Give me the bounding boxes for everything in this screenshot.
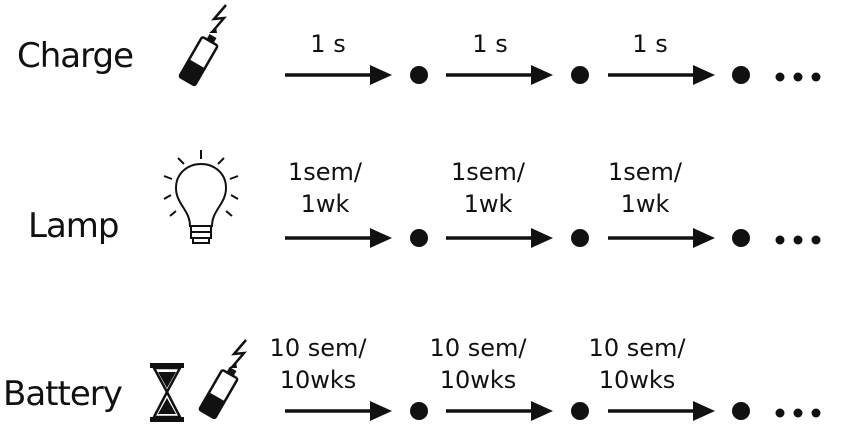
transition-arrow-head	[531, 228, 553, 248]
state-dot	[410, 229, 428, 247]
charging-battery-icon	[178, 4, 227, 87]
continuation-dot	[793, 408, 803, 418]
step-label: 1 s	[632, 30, 668, 58]
state-dot	[571, 402, 589, 420]
state-dot	[571, 66, 589, 84]
row-label-lamp: Lamp	[28, 206, 119, 246]
continuation-dot	[793, 72, 803, 82]
step-label: 1sem/	[607, 158, 682, 186]
continuation-dot	[775, 72, 785, 82]
continuation-dot	[811, 72, 821, 82]
step-label: 1wk	[300, 190, 350, 218]
state-dot	[732, 402, 750, 420]
transition-arrow-head	[531, 401, 553, 421]
step-label: 1wk	[463, 190, 513, 218]
step-label: 1 s	[472, 30, 508, 58]
step-label: 1sem/	[287, 158, 362, 186]
step-label: 1sem/	[450, 158, 525, 186]
continuation-dot	[811, 408, 821, 418]
state-dot	[732, 66, 750, 84]
transition-arrow-head	[370, 228, 392, 248]
continuation-dot	[793, 235, 803, 245]
state-dot	[732, 229, 750, 247]
step-label: 1 s	[310, 30, 346, 58]
step-label: 10 sem/	[269, 334, 367, 362]
step-label: 1wk	[620, 190, 670, 218]
flow-sequence	[285, 65, 821, 421]
state-dot	[410, 402, 428, 420]
continuation-dot	[775, 408, 785, 418]
transition-arrow-head	[693, 65, 715, 85]
transition-arrow-head	[693, 401, 715, 421]
continuation-dot	[775, 235, 785, 245]
step-label: 10 sem/	[429, 334, 527, 362]
row-label-charge: Charge	[17, 36, 134, 76]
step-label: 10wks	[598, 366, 676, 394]
light-bulb-icon	[163, 150, 239, 244]
state-dot	[410, 66, 428, 84]
transition-arrow-head	[693, 228, 715, 248]
transition-arrow-head	[370, 65, 392, 85]
continuation-dot	[811, 235, 821, 245]
state-dot	[571, 229, 589, 247]
transition-arrow-head	[531, 65, 553, 85]
charging-battery-icon	[198, 339, 247, 420]
hourglass-icon	[150, 363, 184, 422]
step-label: 10 sem/	[588, 334, 686, 362]
transition-arrow-head	[370, 401, 392, 421]
row-label-battery: Battery	[3, 374, 123, 414]
step-label: 10wks	[439, 366, 517, 394]
step-label: 10wks	[279, 366, 357, 394]
